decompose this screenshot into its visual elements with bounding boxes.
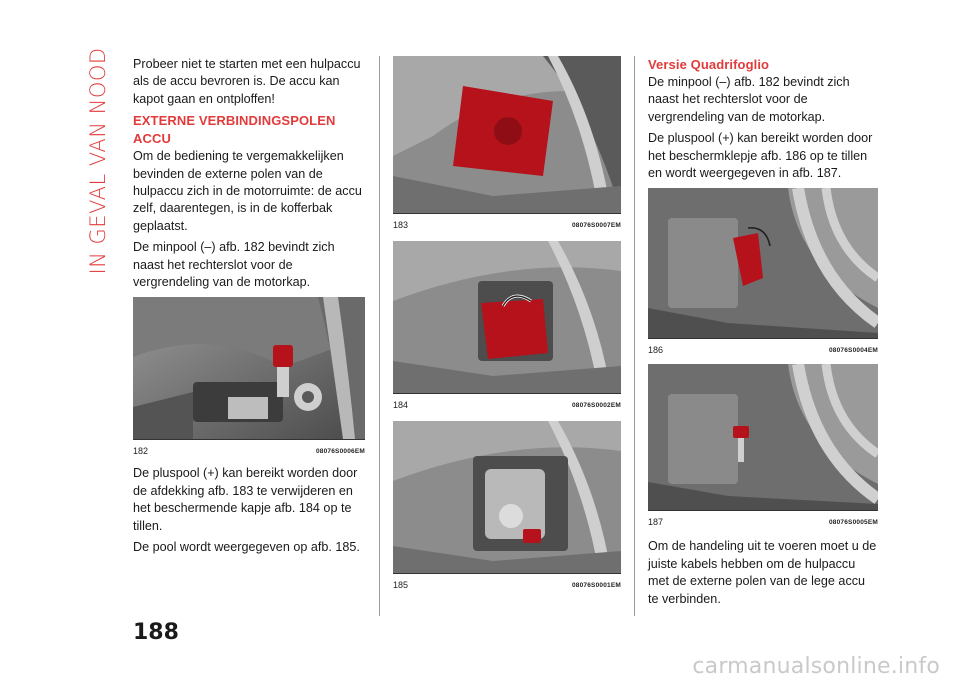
page-number: 188: [133, 620, 179, 645]
figure-184: 184 08076S0002EM: [393, 241, 621, 411]
figure-185-code: 08076S0001EM: [571, 581, 621, 589]
section-heading-quadrifoglio: Versie Quadrifoglio: [648, 57, 770, 72]
figure-183-caption: 183 08076S0007EM: [393, 213, 621, 231]
cables-paragraph: Om de handeling uit te voeren moet u de …: [648, 539, 877, 606]
figure-185-caption: 185 08076S0001EM: [393, 573, 621, 591]
figure-187-caption: 187 08076S0005EM: [648, 510, 878, 528]
figure-186-number: 186: [648, 345, 664, 356]
figure-186: 186 08076S0004EM: [648, 188, 878, 356]
quadrifoglio-protective-flap-illustration: [648, 188, 878, 339]
figure-184-code: 08076S0002EM: [571, 401, 621, 409]
quadrifoglio-negative-paragraph: De minpool (–) afb. 182 bevindt zich naa…: [648, 75, 850, 124]
figure-186-image: [648, 188, 878, 339]
column-3: Versie Quadrifoglio De minpool (–) afb. …: [648, 56, 878, 612]
section-tab: IN GEVAL VAN NOOD: [84, 47, 112, 274]
figure-187-number: 187: [648, 517, 664, 528]
figure-185-number: 185: [393, 580, 409, 590]
intro-paragraph: Om de bediening te vergemakkelijken bevi…: [133, 149, 362, 233]
column-divider-left: [379, 56, 380, 616]
section-heading-external-poles: EXTERNE VERBINDINGSPOLEN ACCU: [133, 113, 336, 147]
figure-187: 187 08076S0005EM: [648, 364, 878, 528]
positive-pole-paragraph: De pluspool (+) kan bereikt worden door …: [133, 466, 358, 533]
figure-183-number: 183: [393, 220, 409, 230]
positive-terminal-illustration: [393, 421, 621, 573]
figure-reference-paragraph: De pool wordt weergegeven op afb. 185.: [133, 540, 360, 555]
engine-bay-negative-pole-illustration: [133, 297, 365, 440]
figure-184-image: [393, 241, 621, 393]
protective-cap-illustration: [393, 241, 621, 393]
figure-183-code: 08076S0007EM: [571, 221, 621, 229]
section-tab-label: IN GEVAL VAN NOOD: [86, 47, 110, 275]
watermark: carmanualsonline.info: [692, 654, 940, 679]
figure-185-image: [393, 421, 621, 573]
column-divider-right: [634, 56, 635, 616]
engine-cover-illustration: [393, 56, 621, 213]
figure-185: 185 08076S0001EM: [393, 421, 621, 591]
warning-paragraph: Probeer niet te starten met een hulpaccu…: [133, 57, 361, 106]
figure-182: 182 08076S0006EM: [133, 297, 365, 457]
quadrifoglio-positive-terminal-illustration: [648, 364, 878, 511]
column-2: 183 08076S0007EM 184 08076S0002EM: [393, 56, 621, 591]
figure-182-caption: 182 08076S0006EM: [133, 439, 365, 457]
figure-184-caption: 184 08076S0002EM: [393, 393, 621, 411]
figure-182-number: 182: [133, 446, 149, 457]
figure-187-image: [648, 364, 878, 511]
figure-184-number: 184: [393, 400, 409, 410]
figure-183-image: [393, 56, 621, 213]
figure-187-code: 08076S0005EM: [828, 518, 878, 526]
figure-183: 183 08076S0007EM: [393, 56, 621, 231]
figure-182-code: 08076S0006EM: [315, 447, 365, 455]
figure-182-image: [133, 297, 365, 440]
column-1: Probeer niet te starten met een hulpaccu…: [133, 56, 365, 561]
quadrifoglio-positive-paragraph: De pluspool (+) kan bereikt worden door …: [648, 131, 873, 181]
negative-pole-paragraph: De minpool (–) afb. 182 bevindt zich naa…: [133, 240, 335, 290]
figure-186-caption: 186 08076S0004EM: [648, 338, 878, 356]
figure-186-code: 08076S0004EM: [828, 346, 878, 354]
